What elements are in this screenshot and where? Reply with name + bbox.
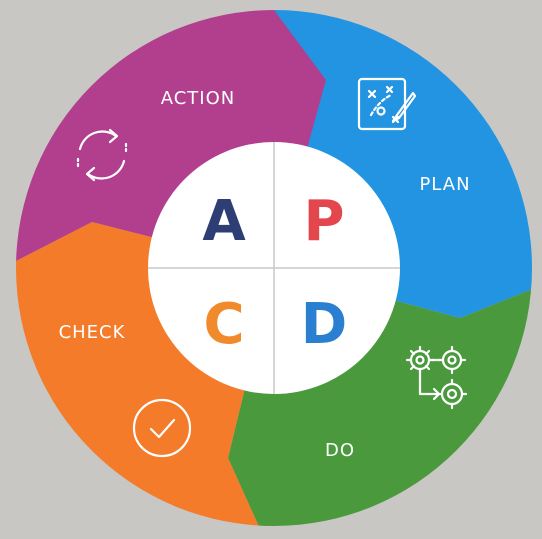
center-disc xyxy=(148,142,400,394)
cycle-arrows-icon xyxy=(76,128,128,182)
checkmark-circle-icon xyxy=(132,398,192,458)
plan-label: PLAN xyxy=(419,174,470,195)
gears-process-icon xyxy=(405,345,468,410)
do-label: DO xyxy=(325,440,355,461)
letter-a: A xyxy=(202,189,246,254)
action-label: ACTION xyxy=(161,88,236,109)
check-label: CHECK xyxy=(59,322,126,343)
letter-p: P xyxy=(303,189,344,254)
strategy-board-icon xyxy=(357,77,417,131)
letter-d: D xyxy=(301,292,347,357)
letter-c: C xyxy=(203,292,244,357)
